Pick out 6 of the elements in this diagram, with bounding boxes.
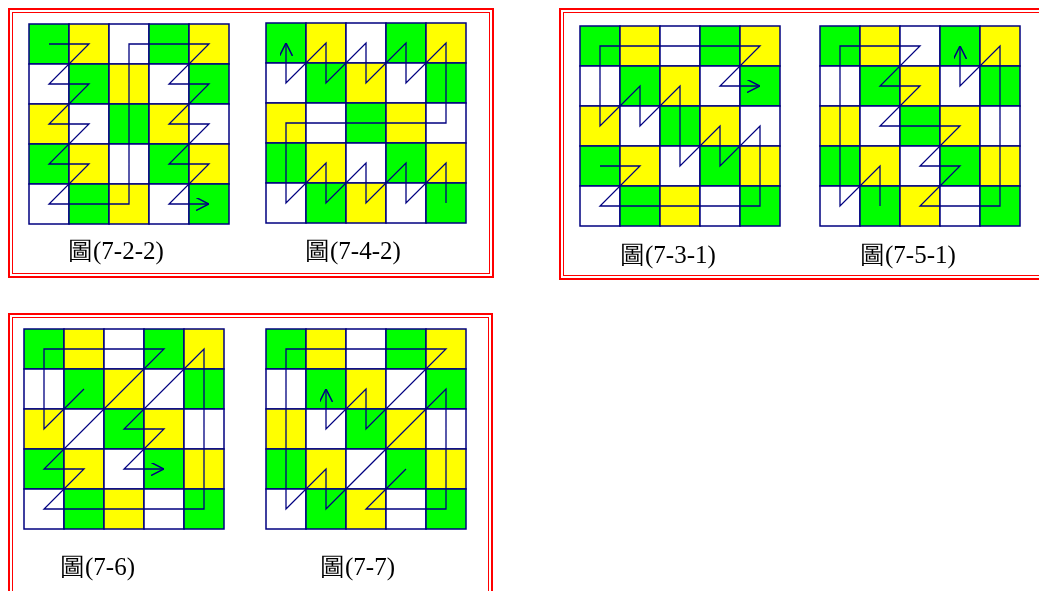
figure-caption: 圖(7-3-1) <box>620 241 716 269</box>
figure-caption: 圖(7-6) <box>60 553 135 581</box>
figure-caption: 圖(7-5-1) <box>860 241 956 269</box>
figure-caption: 圖(7-7) <box>320 553 395 581</box>
figure-caption: 圖(7-2-2) <box>68 237 164 265</box>
figure-caption: 圖(7-4-2) <box>305 237 401 265</box>
